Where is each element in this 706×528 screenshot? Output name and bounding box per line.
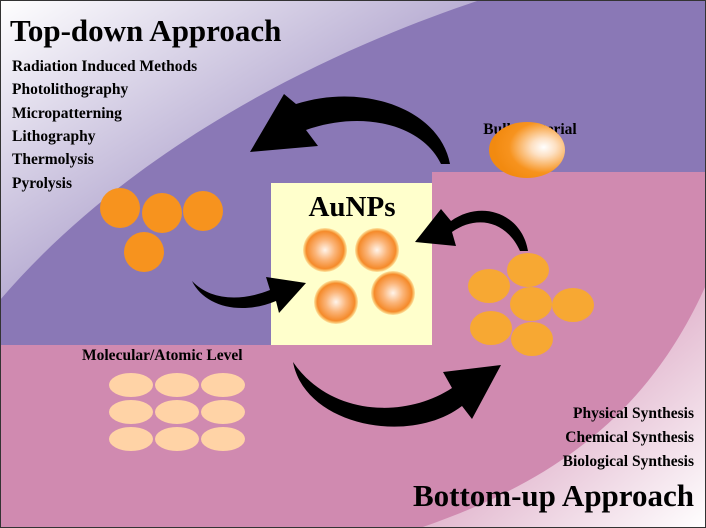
top-down-method: Pyrolysis [12, 175, 72, 192]
cluster-particle [510, 287, 552, 321]
bottom-up-method: Biological Synthesis [563, 453, 694, 470]
cluster-particle [511, 322, 553, 356]
atom [109, 400, 153, 424]
top-down-method: Radiation Induced Methods [12, 58, 197, 75]
atom [201, 373, 245, 397]
atom [109, 373, 153, 397]
fragment-particle [100, 188, 140, 228]
fragment-particle [142, 193, 182, 233]
top-down-title: Top-down Approach [10, 13, 281, 48]
arrow-bulk-to-fragments [250, 94, 450, 164]
atom [155, 400, 199, 424]
aunps-label: AuNPs [308, 191, 395, 223]
aunps-box [271, 183, 432, 345]
bottom-up-method: Physical Synthesis [573, 405, 694, 422]
arrow-atoms-to-cluster [293, 362, 501, 427]
gold-nanoparticle [355, 228, 399, 272]
top-down-method: Thermolysis [12, 151, 94, 168]
atom [155, 427, 199, 451]
top-left-highlight [0, 0, 480, 300]
atom [109, 427, 153, 451]
top-down-method: Photolithography [12, 81, 129, 98]
cluster-particle [507, 253, 549, 287]
atom [155, 373, 199, 397]
cluster-particle [470, 311, 512, 345]
arrow-fragments-to-aunps [192, 277, 306, 313]
bottom-right-highlight [420, 285, 706, 528]
atom [201, 400, 245, 424]
cluster-particle [552, 288, 594, 322]
bottom-up-method: Chemical Synthesis [565, 429, 694, 446]
gold-nanoparticle [303, 228, 347, 272]
bottom-up-title: Bottom-up Approach [413, 478, 694, 513]
atom [201, 427, 245, 451]
bulk-material [489, 122, 565, 178]
fragment-particle [183, 191, 223, 231]
gold-nanoparticle [371, 271, 415, 315]
fragment-particle [124, 232, 164, 272]
top-down-method: Lithography [12, 128, 96, 145]
molecular-level-label: Molecular/Atomic Level [82, 347, 243, 364]
arrow-cluster-to-aunps [415, 209, 528, 251]
gold-nanoparticle [314, 280, 358, 324]
atom-grid [109, 373, 245, 451]
top-down-method: Micropatterning [12, 105, 122, 122]
cluster-particle [468, 269, 510, 303]
